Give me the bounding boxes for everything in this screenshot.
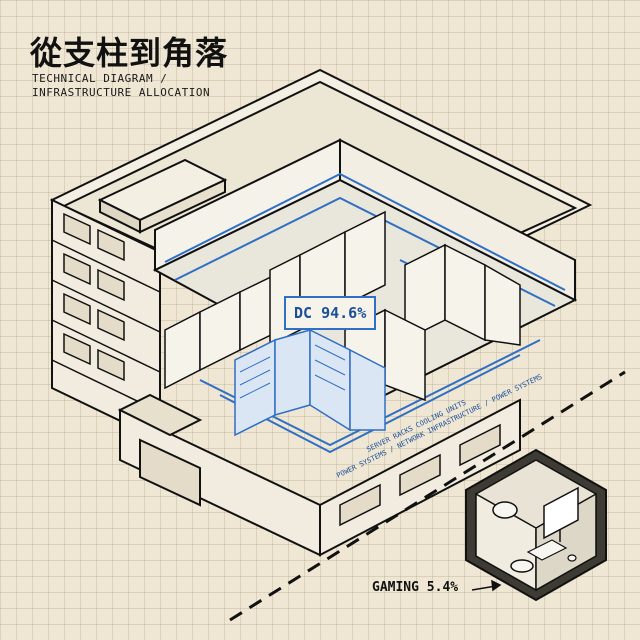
building-ground-floor: [117, 393, 521, 557]
page-title: 從支柱到角落: [30, 34, 229, 72]
building-left-facade: [51, 198, 161, 442]
monitor-icon: [543, 486, 579, 542]
dashed-divider: [229, 370, 626, 622]
mouse-icon: [567, 554, 577, 562]
subtitle: TECHNICAL DIAGRAM / INFRASTRUCTURE ALLOC…: [32, 72, 210, 100]
subtitle-line-1: TECHNICAL DIAGRAM /: [32, 72, 168, 85]
gaming-pointer-arrow: [471, 579, 502, 592]
gaming-share-label: GAMING 5.4%: [372, 580, 459, 595]
datacenter-share-label: DC 94.6%: [284, 296, 377, 330]
gaming-room: [465, 448, 607, 602]
keyboard-icon: [526, 539, 568, 561]
subtitle-line-2: INFRASTRUCTURE ALLOCATION: [32, 86, 211, 99]
game-controller-icon: [492, 501, 534, 573]
